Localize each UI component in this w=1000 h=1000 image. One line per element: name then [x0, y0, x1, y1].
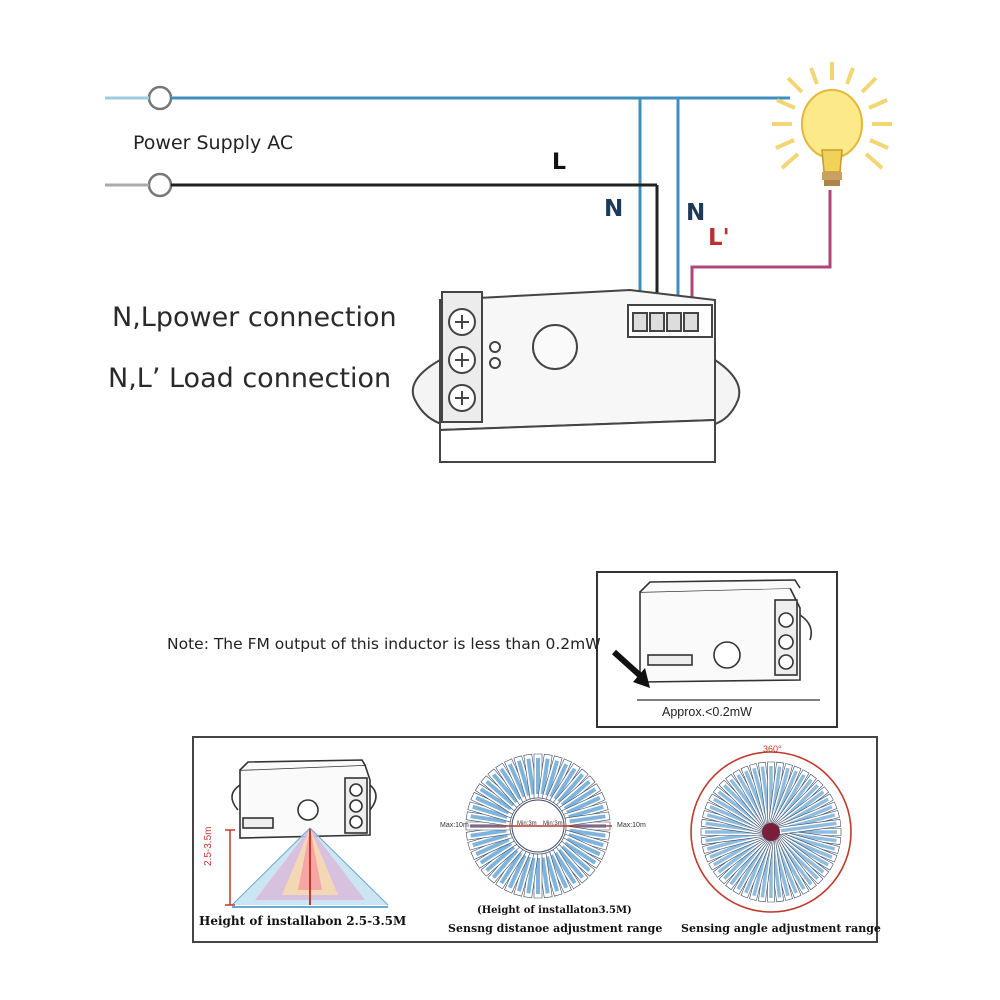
ray-core	[491, 773, 519, 804]
height-axis-label: 2.5-3.5m	[203, 826, 214, 866]
ray-core	[491, 848, 519, 879]
distance-caption-top: (Height of installaton3.5M)	[477, 905, 632, 916]
distance-max-right: Max:10m	[617, 822, 646, 829]
ray-core	[475, 795, 510, 815]
distance-min-left: Min:3m	[517, 821, 537, 827]
ray-core	[557, 773, 585, 804]
angle-range-diagram	[690, 751, 852, 913]
approx-output-label: Approx.<0.2mW	[662, 705, 752, 719]
ray-core	[485, 779, 516, 807]
ray-core	[566, 795, 601, 815]
power-supply-label: Power Supply AC	[133, 132, 294, 154]
ray-core	[566, 837, 601, 857]
ray-core	[472, 804, 508, 819]
ray-core	[472, 833, 508, 848]
ray-core	[526, 857, 536, 894]
ray-core	[470, 814, 507, 824]
ray-core	[526, 758, 536, 795]
wire-label-N1: N	[604, 196, 624, 222]
ray-core	[545, 760, 560, 796]
ray-core	[780, 821, 837, 833]
ray-core	[560, 779, 591, 807]
ray-core	[545, 856, 560, 892]
distance-range-diagram	[465, 753, 612, 899]
wire-label-N2: N	[686, 200, 706, 226]
load-connection-text: N,L’ Load connection	[108, 363, 392, 394]
output-note-text: Note: The FM output of this inductor is …	[167, 635, 601, 653]
ray-core	[553, 851, 577, 885]
ray-core	[516, 760, 531, 796]
ray-core	[557, 848, 585, 879]
ray-core	[569, 828, 606, 838]
ray-core	[516, 856, 531, 892]
distance-max-left: Max:10m	[440, 822, 469, 829]
line-wire	[105, 183, 659, 312]
ray-core	[560, 845, 591, 873]
angle-degrees-label: 360°	[763, 744, 782, 754]
distance-min-right: Min:3m	[543, 821, 563, 827]
wire-label-L-prime: L'	[708, 225, 730, 251]
ray-core	[540, 758, 550, 795]
output-note-inset	[596, 571, 838, 728]
ray-core	[479, 841, 513, 865]
angle-caption: Sensing angle adjustment range	[681, 922, 881, 935]
ray-core	[540, 857, 550, 894]
angle-outer-arc	[690, 751, 852, 913]
angle-center-dot	[762, 823, 780, 841]
ray-core	[553, 767, 577, 801]
ray-core	[499, 767, 523, 801]
ray-core	[549, 854, 569, 889]
ray-core	[563, 787, 597, 811]
terminal-line-icon	[147, 172, 173, 198]
ray-core	[568, 804, 604, 819]
ray-core	[569, 814, 606, 824]
light-bulb-icon	[772, 62, 892, 186]
ray-core	[499, 851, 523, 885]
terminal-neutral-icon	[147, 85, 173, 111]
distance-caption: Sensng distanoe adjustment range	[448, 922, 663, 935]
ray-core	[479, 787, 513, 811]
ray-core	[470, 828, 507, 838]
ray-core	[475, 837, 510, 857]
sensor-device	[411, 288, 741, 463]
ray-core	[549, 763, 569, 798]
ray-core	[568, 833, 604, 848]
ray-core	[507, 763, 527, 798]
neutral-wire	[105, 96, 790, 312]
wire-label-L: L	[552, 150, 567, 175]
ray-core	[563, 841, 597, 865]
height-panel	[225, 759, 389, 908]
power-connection-text: N,Lpower connection	[112, 302, 397, 333]
height-caption: Height of installabon 2.5-3.5M	[199, 914, 407, 928]
ray-core	[485, 845, 516, 873]
ray-core	[507, 854, 527, 889]
load-wire	[690, 190, 832, 312]
